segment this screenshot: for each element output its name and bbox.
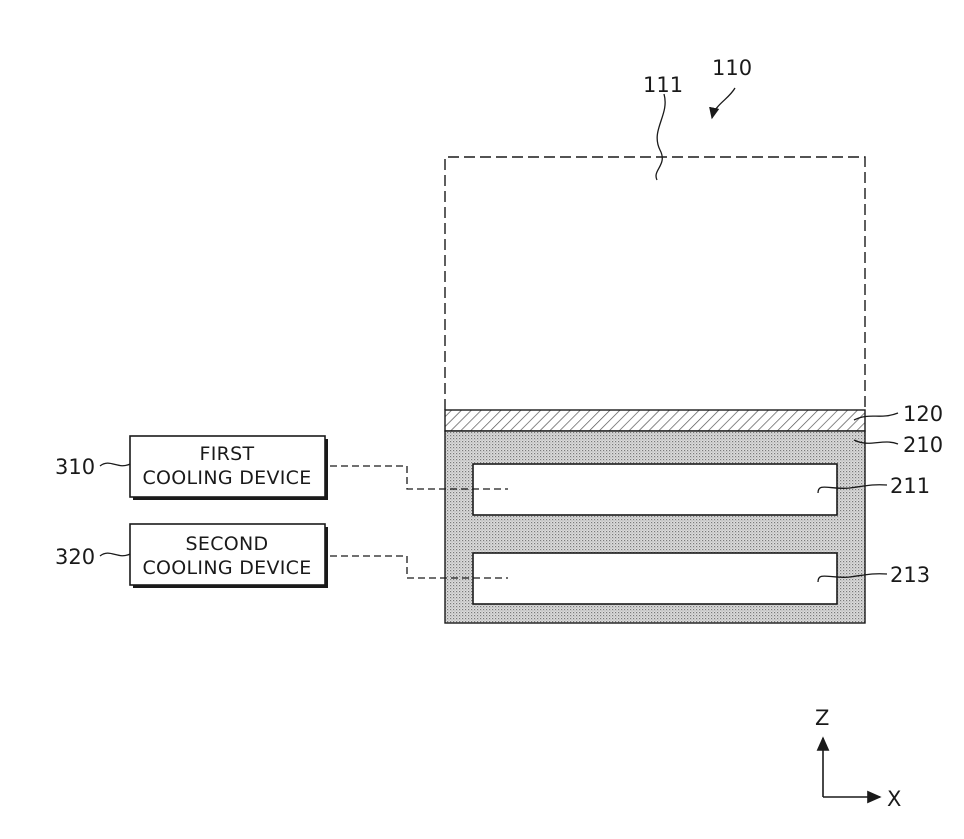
label-213: 213 xyxy=(890,563,930,587)
leader-110 xyxy=(712,88,735,118)
chamber-space-outline xyxy=(445,157,865,410)
channel-211 xyxy=(473,464,837,515)
label-110: 110 xyxy=(712,56,752,80)
second-device-line1: SECOND xyxy=(186,533,269,555)
leader-320 xyxy=(100,553,130,556)
layer-120 xyxy=(445,410,865,431)
label-310: 310 xyxy=(55,455,95,479)
second-cooling-device: SECOND COOLING DEVICE xyxy=(130,524,328,588)
label-111: 111 xyxy=(643,73,683,97)
first-device-line2: COOLING DEVICE xyxy=(142,467,311,489)
axis-indicator: Z X xyxy=(815,706,901,811)
first-cooling-device: FIRST COOLING DEVICE xyxy=(130,436,328,500)
axis-z-label: Z xyxy=(815,706,829,730)
axis-x-label: X xyxy=(887,787,901,811)
label-120: 120 xyxy=(903,402,943,426)
channel-213 xyxy=(473,553,837,604)
second-device-line2: COOLING DEVICE xyxy=(142,557,311,579)
leader-310 xyxy=(100,463,130,466)
label-211: 211 xyxy=(890,474,930,498)
first-device-line1: FIRST xyxy=(200,443,255,465)
label-320: 320 xyxy=(55,545,95,569)
label-210: 210 xyxy=(903,433,943,457)
leader-111 xyxy=(656,94,665,180)
